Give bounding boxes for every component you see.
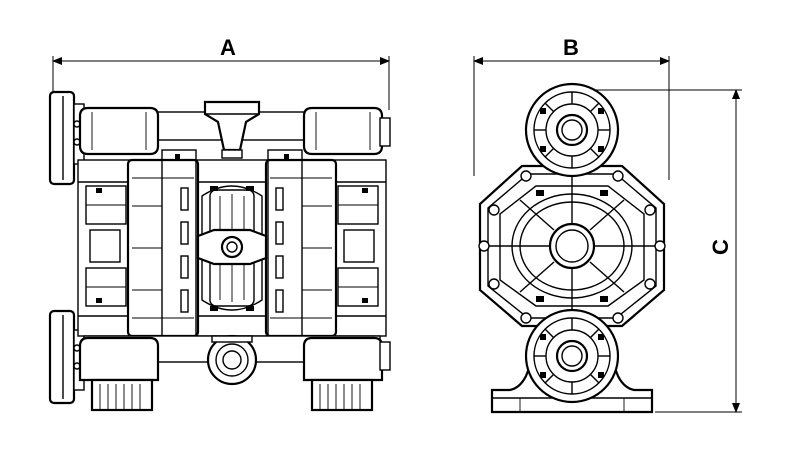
side-bottom-flange [524,308,620,404]
side-view [478,82,666,414]
bottom-manifold [78,334,391,386]
dimension-c: C [585,89,742,413]
side-top-flange [524,82,620,178]
front-feet [90,378,374,412]
side-housing [478,164,666,328]
top-manifold [78,100,391,159]
center-air-section [196,185,268,311]
dimension-b: B [473,35,670,180]
left-diaphragm-chamber [126,149,200,347]
dimension-b-label: B [563,35,579,60]
dimension-a-label: A [220,35,236,60]
right-diaphragm-chamber [264,149,338,347]
front-view [48,90,391,412]
dimension-c-label: C [708,239,733,255]
dimension-a: A [52,35,390,110]
